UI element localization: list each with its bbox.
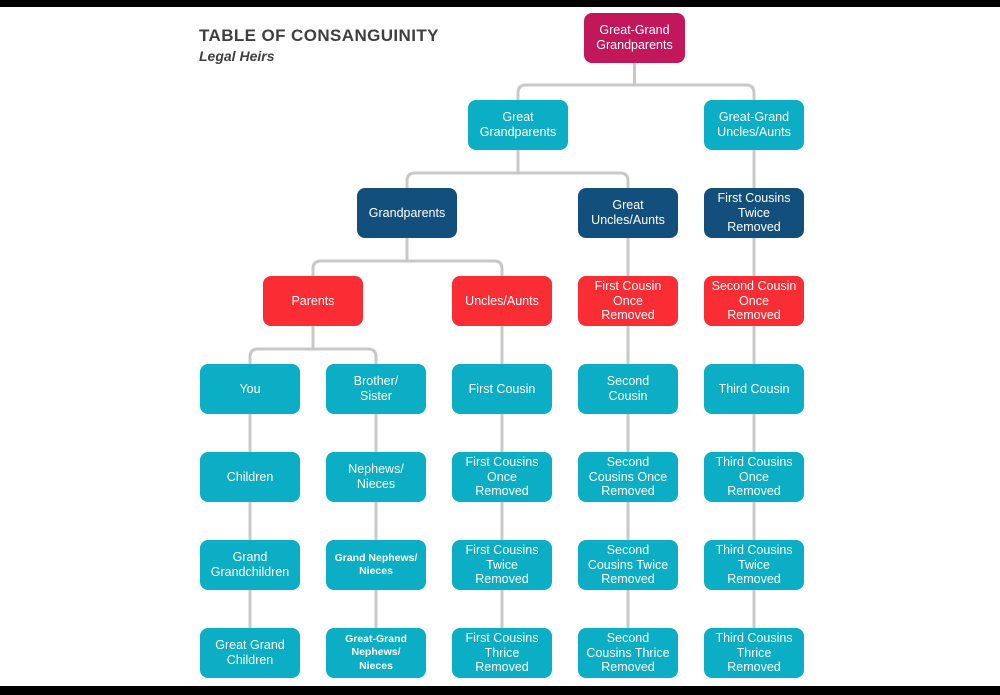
node-third-cousins-once-removed[interactable]: Third Cousins Once Removed (704, 452, 804, 502)
node-second-cousin[interactable]: Second Cousin (578, 364, 678, 414)
node-great-uncles-aunts[interactable]: Great Uncles/Aunts (578, 188, 678, 238)
node-uncles-aunts[interactable]: Uncles/Aunts (452, 276, 552, 326)
node-first-cousins-thrice-removed[interactable]: First Cousins Thrice Removed (452, 628, 552, 678)
node-second-cousins-once-removed[interactable]: Second Cousins Once Removed (578, 452, 678, 502)
node-third-cousins-thrice-removed[interactable]: Third Cousins Thrice Removed (704, 628, 804, 678)
node-second-cousins-thrice-removed[interactable]: Second Cousins Thrice Removed (578, 628, 678, 678)
node-second-cousins-twice-removed[interactable]: Second Cousins Twice Removed (578, 540, 678, 590)
node-children[interactable]: Children (200, 452, 300, 502)
node-great-grand-nephews-nieces[interactable]: Great-Grand Nephews/ Nieces (326, 628, 426, 678)
node-brother-sister[interactable]: Brother/ Sister (326, 364, 426, 414)
top-letterbox-bar (0, 0, 1000, 7)
node-third-cousin[interactable]: Third Cousin (704, 364, 804, 414)
node-parents[interactable]: Parents (263, 276, 363, 326)
node-grandparents[interactable]: Grandparents (357, 188, 457, 238)
page-subtitle: Legal Heirs (199, 48, 275, 64)
node-nephews-nieces[interactable]: Nephews/ Nieces (326, 452, 426, 502)
node-great-grandparents[interactable]: Great Grandparents (468, 100, 568, 150)
node-first-cousins-twice-removed-up[interactable]: First Cousins Twice Removed (704, 188, 804, 238)
node-you[interactable]: You (200, 364, 300, 414)
node-first-cousins-twice-removed[interactable]: First Cousins Twice Removed (452, 540, 552, 590)
bottom-letterbox-bar (0, 686, 1000, 695)
node-great-grand-children[interactable]: Great Grand Children (200, 628, 300, 678)
node-third-cousins-twice-removed[interactable]: Third Cousins Twice Removed (704, 540, 804, 590)
node-grand-nephews-nieces[interactable]: Grand Nephews/ Nieces (326, 540, 426, 590)
node-great-grand-grandparents[interactable]: Great-Grand Grandparents (584, 13, 685, 63)
node-first-cousins-once-removed[interactable]: First Cousins Once Removed (452, 452, 552, 502)
node-grand-grandchildren[interactable]: Grand Grandchildren (200, 540, 300, 590)
node-first-cousin[interactable]: First Cousin (452, 364, 552, 414)
node-first-cousin-once-removed[interactable]: First Cousin Once Removed (578, 276, 678, 326)
node-great-grand-uncles-aunts[interactable]: Great-Grand Uncles/Aunts (704, 100, 804, 150)
node-second-cousin-once-removed[interactable]: Second Cousin Once Removed (704, 276, 804, 326)
page-title: TABLE OF CONSANGUINITY (199, 26, 439, 45)
